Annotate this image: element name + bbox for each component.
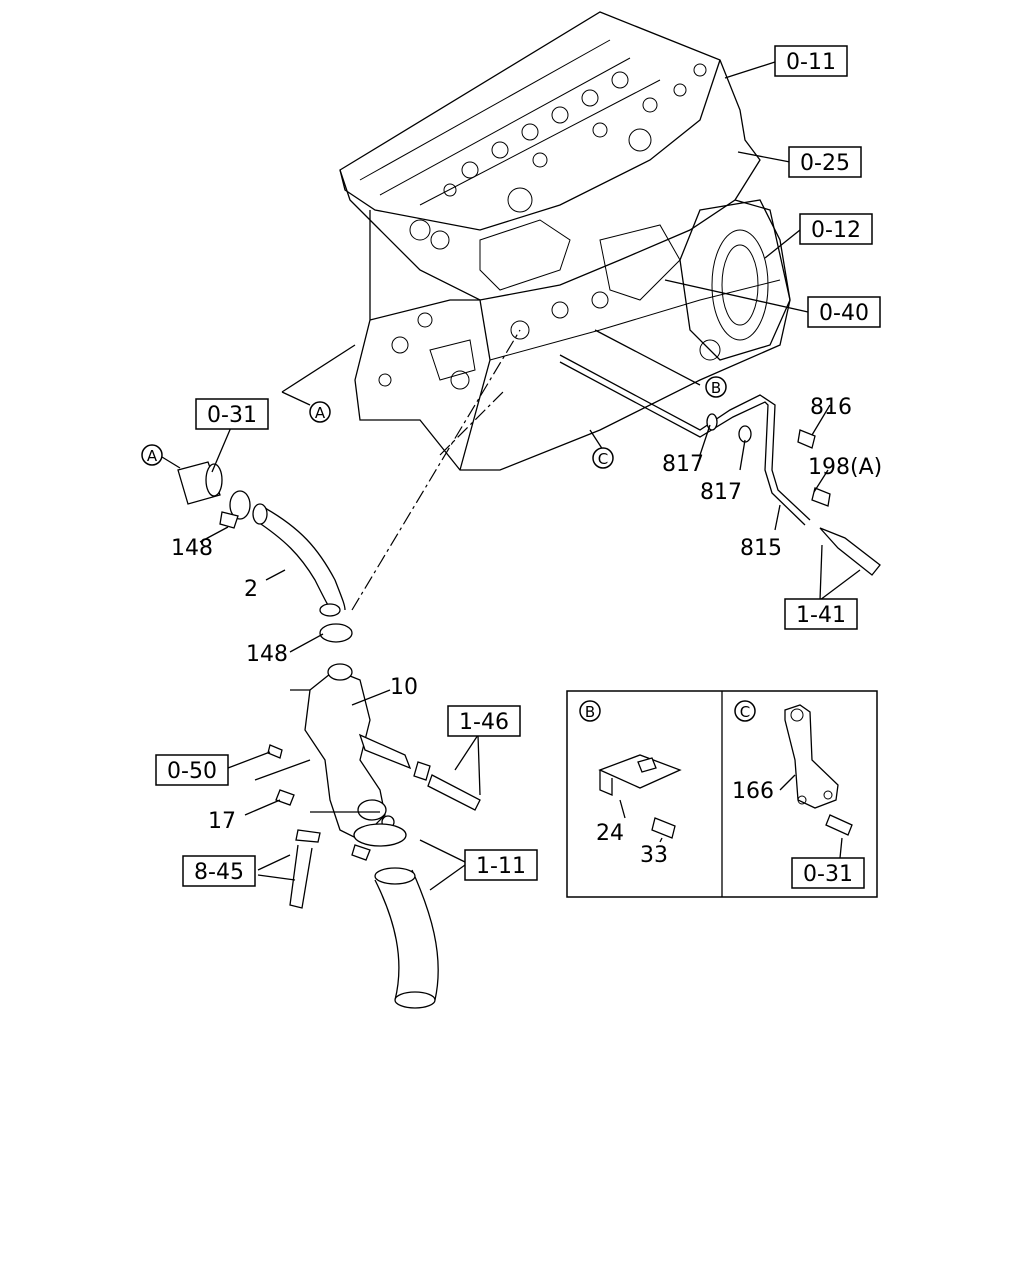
marker-b-engine: B (705, 376, 727, 398)
marker-a-engine-text: A (315, 404, 326, 422)
oil-pipe-815 (559, 354, 881, 576)
marker-a-sleeve-text: A (147, 447, 158, 465)
callout-1-11-text: 1-11 (476, 854, 526, 879)
callout-8-45-text: 8-45 (194, 860, 244, 885)
marker-b-detail: B (579, 700, 601, 722)
bypass-hose-assembly (177, 461, 481, 1009)
part-10-label: 10 (390, 675, 418, 700)
callout-0-12: 0-12 (799, 213, 873, 245)
callout-0-40: 0-40 (807, 296, 881, 328)
part-198a-label: 198(A) (808, 455, 882, 480)
marker-c-engine: C (592, 447, 614, 469)
part-166-label: 166 (732, 779, 774, 804)
marker-b-engine-text: B (711, 379, 721, 397)
callout-0-31-detail: 0-31 (791, 857, 865, 889)
callout-0-12-text: 0-12 (811, 218, 861, 243)
marker-a-engine: A (309, 401, 331, 423)
callout-0-31-top-text: 0-31 (207, 403, 257, 428)
part-148-label-a: 148 (171, 536, 213, 561)
callout-0-50: 0-50 (155, 754, 229, 786)
leader-lines (199, 61, 861, 891)
part-148-label-b: 148 (246, 642, 288, 667)
callout-1-46: 1-46 (447, 705, 521, 737)
callout-0-40-text: 0-40 (819, 301, 869, 326)
callout-0-31-top: 0-31 (195, 398, 269, 430)
part-817-label-b: 817 (700, 480, 742, 505)
part-816-label: 816 (810, 395, 852, 420)
callout-1-41: 1-41 (784, 598, 858, 630)
engine-block (339, 11, 791, 471)
callout-0-50-text: 0-50 (167, 759, 217, 784)
callout-1-46-text: 1-46 (459, 710, 509, 735)
callout-0-25-text: 0-25 (800, 151, 850, 176)
part-33-label: 33 (640, 843, 668, 868)
marker-c-detail: C (734, 700, 756, 722)
part-2-label: 2 (244, 577, 258, 602)
marker-b-detail-text: B (585, 703, 595, 721)
part-17-label: 17 (208, 809, 236, 834)
callout-0-25: 0-25 (788, 146, 862, 178)
callout-0-11-text: 0-11 (786, 50, 836, 75)
part-815-label: 815 (740, 536, 782, 561)
callout-0-31-detail-text: 0-31 (803, 862, 853, 887)
marker-a-sleeve: A (141, 444, 181, 469)
marker-c-detail-text: C (740, 703, 750, 721)
callout-1-11: 1-11 (464, 849, 538, 881)
callout-8-45: 8-45 (182, 855, 256, 887)
callout-0-11: 0-11 (774, 45, 848, 77)
part-817-label-a: 817 (662, 452, 704, 477)
callout-1-41-text: 1-41 (796, 603, 846, 628)
marker-c-engine-text: C (598, 450, 608, 468)
part-24-label: 24 (596, 821, 624, 846)
